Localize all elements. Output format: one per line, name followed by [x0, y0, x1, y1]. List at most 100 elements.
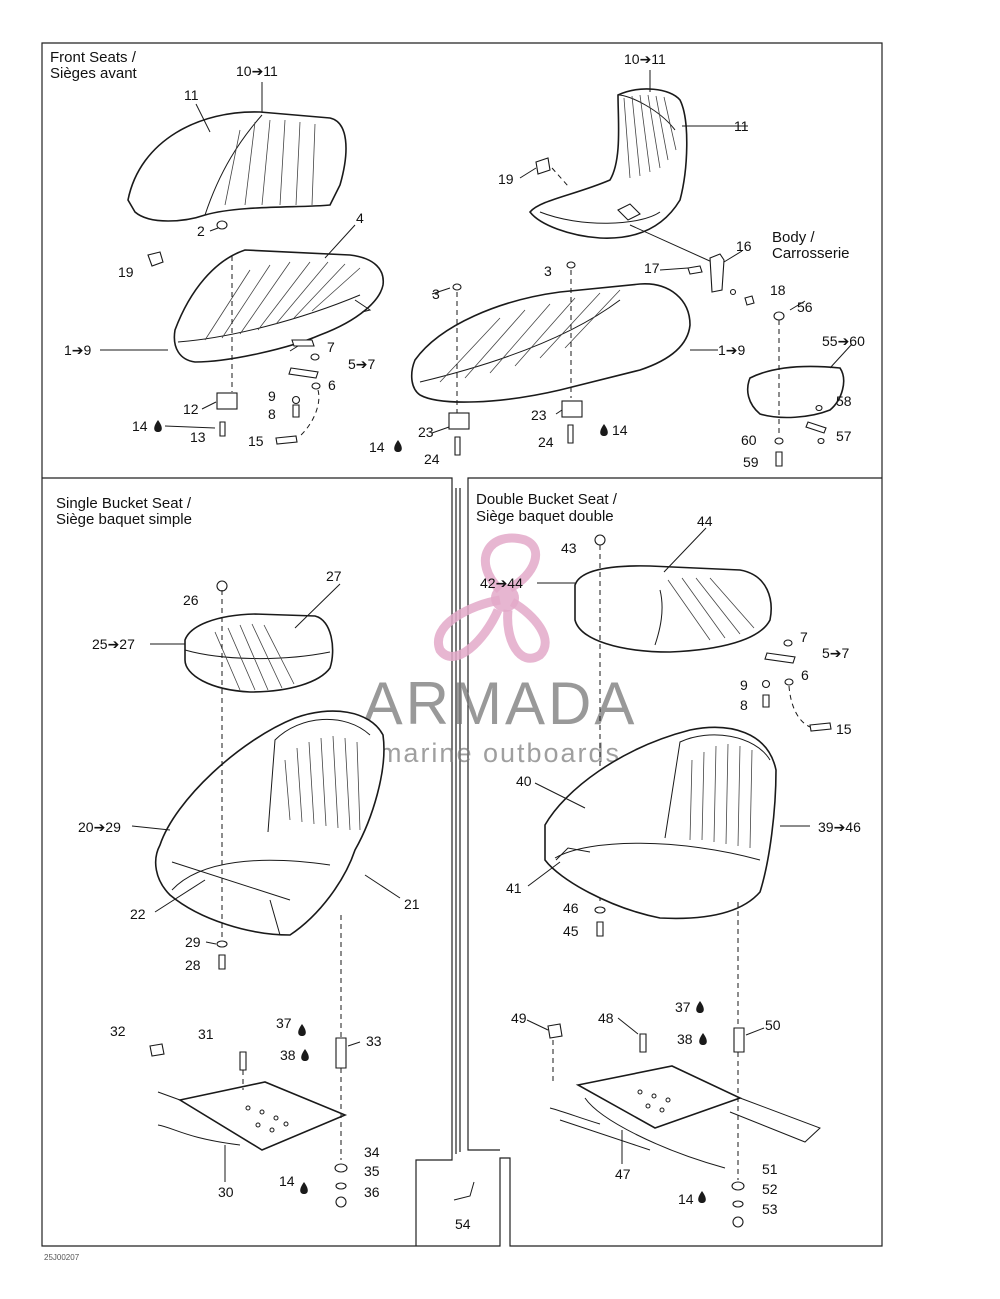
callout-fs-19: 19	[118, 264, 134, 280]
callout-labels: 10➔11 11 2 4 19 1➔9 7 5➔7 6 9 8 12 14 13…	[64, 51, 865, 1217]
callout-db-51: 51	[762, 1161, 778, 1177]
callout-db-53: 53	[762, 1201, 778, 1217]
callout-fs-1-9: 1➔9	[64, 342, 92, 358]
callout-fr-58: 58	[836, 393, 852, 409]
front-right-seat-cushion	[394, 261, 691, 456]
callout-fs-7: 7	[327, 339, 335, 355]
watermark-brand: ARMADA	[363, 670, 638, 737]
page-reference: 54	[455, 1216, 471, 1232]
callout-fs-11: 11	[184, 87, 199, 103]
callout-fr-24b: 24	[424, 451, 440, 467]
callout-db-46: 46	[563, 900, 579, 916]
callout-fr-19: 19	[498, 171, 514, 187]
front-left-hardware	[147, 220, 321, 445]
double-bucket-cushion	[574, 534, 832, 937]
watermark-tagline: marine outboards	[379, 738, 621, 768]
callout-fs-13: 13	[190, 429, 206, 445]
callout-db-47: 47	[615, 1166, 631, 1182]
callout-fr-18: 18	[770, 282, 786, 298]
front-seats-title-en: Front Seats /	[50, 49, 137, 66]
callout-fr-55-60: 55➔60	[822, 333, 865, 349]
leader-lines	[100, 70, 853, 1182]
double-bucket-shell	[544, 726, 777, 920]
single-bucket-base	[149, 915, 348, 1208]
callout-db-40: 40	[516, 773, 532, 789]
callout-db-44: 44	[697, 513, 713, 529]
callout-fr-11: 11	[734, 118, 749, 134]
callout-fs-6: 6	[328, 377, 336, 393]
callout-fr-3b: 3	[432, 286, 440, 302]
callout-fs-2: 2	[197, 223, 205, 239]
page-ref-arrow	[453, 1181, 475, 1201]
callout-sb-38: 38	[280, 1047, 296, 1063]
callout-fs-14: 14	[132, 418, 148, 434]
callout-fr-14b: 14	[369, 439, 385, 455]
callout-fs-10-11: 10➔11	[236, 63, 278, 79]
callout-fr-57: 57	[836, 428, 852, 444]
callout-fr-16: 16	[736, 238, 752, 254]
callout-db-14: 14	[678, 1191, 694, 1207]
callout-fr-17: 17	[644, 260, 660, 276]
callout-db-8: 8	[740, 697, 748, 713]
front-right-pad	[746, 311, 845, 467]
callout-fr-60: 60	[741, 432, 757, 448]
front-left-seat-cushion	[173, 249, 384, 363]
callout-fs-8: 8	[268, 406, 276, 422]
front-right-bracket	[535, 157, 755, 306]
callout-db-48: 48	[598, 1010, 614, 1026]
callout-fs-12: 12	[183, 401, 199, 417]
diagram-frames	[41, 42, 883, 1247]
front-right-backrest	[528, 88, 688, 239]
callout-db-6: 6	[801, 667, 809, 683]
single-bucket-title-fr: Siège baquet simple	[56, 511, 192, 528]
callout-db-41: 41	[506, 880, 522, 896]
callout-sb-27: 27	[326, 568, 342, 584]
callout-sb-30: 30	[218, 1184, 234, 1200]
callout-fs-15: 15	[248, 433, 264, 449]
callout-sb-20-29: 20➔29	[78, 819, 121, 835]
callout-db-52: 52	[762, 1181, 778, 1197]
callout-sb-21: 21	[404, 896, 420, 912]
armada-watermark: ARMADA marine outboards	[363, 533, 638, 768]
callout-sb-29: 29	[185, 934, 201, 950]
callout-fr-1-9: 1➔9	[718, 342, 746, 358]
callout-db-50: 50	[765, 1017, 781, 1033]
double-bucket-title-fr: Siège baquet double	[476, 508, 614, 525]
propeller-logo	[433, 533, 550, 663]
callout-fr-10-11: 10➔11	[624, 51, 666, 67]
callout-db-38: 38	[677, 1031, 693, 1047]
single-bucket-title-en: Single Bucket Seat /	[56, 495, 192, 512]
callout-sb-33: 33	[366, 1033, 382, 1049]
double-bucket-base	[547, 902, 821, 1228]
callout-db-5-7: 5➔7	[822, 645, 850, 661]
callout-db-9: 9	[740, 677, 748, 693]
callout-db-43: 43	[561, 540, 577, 556]
callout-db-45: 45	[563, 923, 579, 939]
figure-code: 25J00207	[44, 1253, 80, 1262]
callout-sb-34: 34	[364, 1144, 380, 1160]
callout-sb-36: 36	[364, 1184, 380, 1200]
front-left-backrest	[127, 111, 347, 222]
callout-db-7: 7	[800, 629, 808, 645]
callout-db-42-44: 42➔44	[480, 575, 523, 591]
callout-fr-14a: 14	[612, 422, 628, 438]
callout-sb-31: 31	[198, 1026, 214, 1042]
callout-db-37: 37	[675, 999, 691, 1015]
callout-fr-23a: 23	[531, 407, 547, 423]
callout-sb-32: 32	[110, 1023, 126, 1039]
callout-fs-4: 4	[356, 210, 364, 226]
callout-fs-9: 9	[268, 388, 276, 404]
single-bucket-cushion	[184, 580, 334, 693]
callout-sb-22: 22	[130, 906, 146, 922]
callout-sb-37: 37	[276, 1015, 292, 1031]
callout-sb-35: 35	[364, 1163, 380, 1179]
callout-fs-5-7: 5➔7	[348, 356, 376, 372]
single-bucket-shell	[154, 590, 385, 970]
callout-sb-14: 14	[279, 1173, 295, 1189]
callout-fr-24a: 24	[538, 434, 554, 450]
front-seats-title-fr: Sièges avant	[50, 65, 138, 82]
callout-sb-28: 28	[185, 957, 201, 973]
body-label-en: Body /	[772, 229, 815, 246]
